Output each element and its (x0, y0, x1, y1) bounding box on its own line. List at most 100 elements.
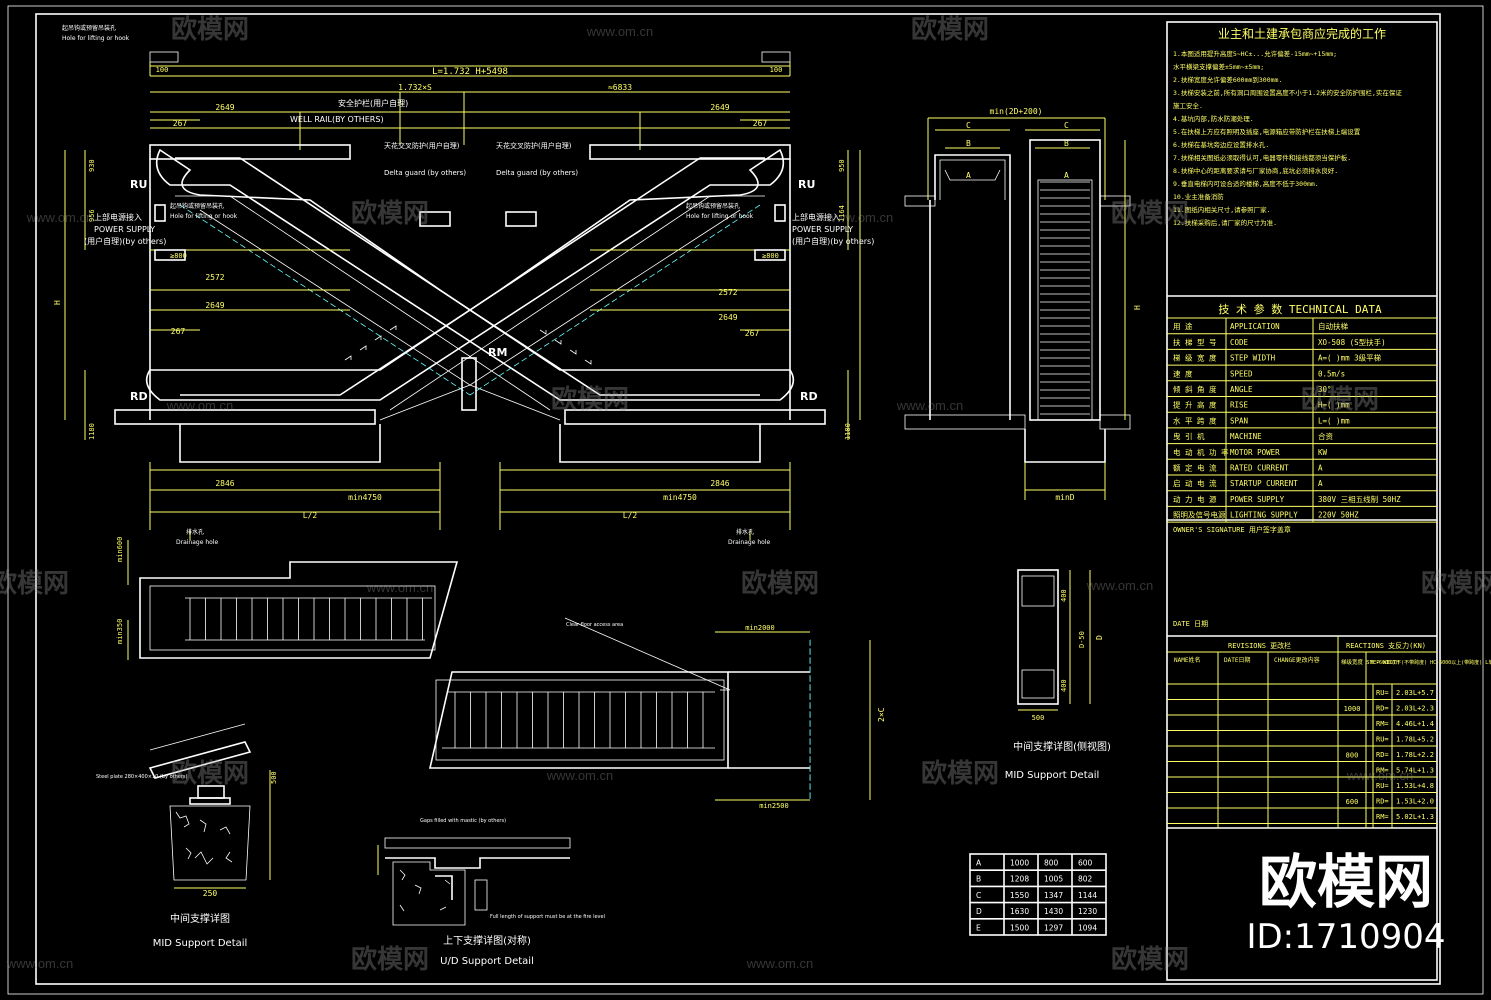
outer-frame (7, 5, 1484, 995)
reaction-value: 2.03L+5.7 (1396, 689, 1434, 697)
tech-row-en: ANGLE (1230, 385, 1253, 394)
tech-row-en: STEP WIDTH (1230, 354, 1276, 363)
tech-row-en: CODE (1230, 338, 1249, 347)
sec-c-1: C (966, 121, 971, 130)
power-by-right: (用户自理)(by others) (792, 236, 874, 246)
steel-plate-label: Steel plate 280×400×10 (by others) (96, 774, 188, 780)
side-400-bottom: 400 (1060, 679, 1068, 692)
ru-left: RU (130, 178, 147, 191)
dimension-cell: B (976, 875, 981, 884)
owner-note: 9.垂直电梯内可设合适的楼梯,高度不低于300mm. (1173, 179, 1319, 188)
tech-row-en: APPLICATION (1230, 322, 1280, 331)
drain-cn-left: 排水孔 (186, 528, 204, 536)
tech-row-en: SPAN (1230, 416, 1248, 425)
mid-support-detail: 250 500 Steel plate 280×400×10 (by other… (96, 723, 278, 949)
reaction-value: 1.53L+4.8 (1396, 782, 1434, 790)
watermark: 欧模网欧模网欧模网欧模网欧模网欧模网欧模网欧模网欧模网欧模网欧模网欧模网欧模网w… (0, 14, 1491, 975)
tech-row-value: A=( )mm 3级平梯 (1318, 353, 1382, 363)
plan-steps-right (442, 691, 715, 749)
dim-top-2: ≈6833 (608, 83, 632, 92)
power-by-left: (用户自理)(by others) (84, 236, 166, 246)
date-label: DATE 日期 (1173, 620, 1208, 628)
drain-en-right: Drainage hole (728, 539, 770, 546)
owner-note: 施工安全. (1173, 101, 1203, 110)
rd-right: RD (800, 390, 818, 403)
mid-support-side: 500 400 400 D-50 D 中间支撑详图(侧视图) MID Suppo… (1005, 569, 1111, 781)
tech-row-en: RISE (1230, 401, 1249, 410)
watermark-brand: 欧模网 (1111, 944, 1189, 975)
plan-view-right: min2000 min2500 2×C Clear floor access a… (428, 617, 886, 810)
dimension-cell: 800 (1044, 859, 1059, 868)
watermark-brand: 欧模网 (1111, 198, 1189, 229)
owner-note: 11.图纸内相关尺寸,请参照厂家. (1173, 205, 1271, 214)
side-500: 500 (1032, 714, 1045, 722)
side-d: D (1095, 635, 1104, 640)
pit-dim-left: ≥800 (170, 252, 187, 260)
plan-view-left: min600 min350 (116, 537, 459, 660)
inner-frame (35, 13, 1441, 985)
watermark-site: www.om.cn (6, 956, 73, 971)
plan-min600: min600 (116, 537, 124, 562)
tech-row-en: MACHINE (1230, 432, 1262, 441)
dim-side-1180-right: 1180 (844, 423, 852, 440)
dim-mid-3: 2649 (205, 301, 224, 310)
delta-guard-left: Delta guard (by others) (384, 169, 466, 177)
dim-mid-6: 267 (745, 329, 760, 338)
tech-row-en: LIGHTING SUPPLY (1230, 511, 1298, 520)
tech-row-value: L=( )mm (1318, 416, 1350, 425)
reaction-value: 1.53L+2.0 (1396, 798, 1434, 806)
dim-top-1: 1.732×S (398, 83, 432, 92)
title-block: 业主和土建承包商应完成的工作 1.本图适用提升高度5~HC±...允许偏差-15… (1166, 21, 1491, 981)
dim-top-8: 100 (770, 66, 783, 74)
dimension-cell: 1550 (1010, 891, 1029, 900)
dimension-cell: C (976, 891, 981, 900)
clear-floor: Clear floor access area (566, 622, 623, 628)
owner-note: 4.基坑内部,防水防潮处理. (1173, 114, 1254, 123)
tech-row-en: STARTUP CURRENT (1230, 479, 1298, 488)
dim-bottom-1: 2846 (215, 479, 234, 488)
reaction-value: 1.78L+5.2 (1396, 736, 1434, 744)
mid-500: 250 (203, 889, 218, 898)
watermark-site: www.om.cn (1086, 578, 1153, 593)
owner-header: 业主和土建承包商应完成的工作 (1218, 26, 1386, 41)
reaction-value: 5.74L+1.3 (1396, 767, 1434, 775)
gaps-label: Gaps filled with mastic (by others) (420, 818, 506, 824)
reaction-key: RU= (1376, 782, 1389, 790)
tech-row-value: A (1318, 464, 1323, 473)
dim-bottom-6: 2846 (710, 479, 729, 488)
mid-side-en: MID Support Detail (1005, 770, 1100, 781)
mid-side-cn: 中间支撑详图(侧视图) (1013, 740, 1111, 753)
reaction-key: RD= (1376, 705, 1389, 713)
dim-mid-2: 2572 (718, 288, 737, 297)
tech-row-cn: 用 途 (1173, 321, 1193, 331)
watermark-brand: 欧模网 (0, 568, 69, 599)
dimension-cell: 1430 (1044, 907, 1063, 916)
sec-c-2: C (1064, 121, 1069, 130)
pit-dim-right: ≥800 (762, 252, 779, 260)
watermark-site: www.om.cn (26, 210, 93, 225)
watermark-brand: 欧模网 (351, 198, 429, 229)
dim-top-6: 267 (753, 119, 768, 128)
owner-note: 水平横梁支撑偏差±5mm~±5mm; (1173, 62, 1264, 71)
reaction-width: 600 (1346, 798, 1359, 806)
tech-row-value: 220V 50HZ (1318, 511, 1359, 520)
ud-support-en: U/D Support Detail (440, 956, 534, 967)
owner-note: 3.扶梯安装之前,所有洞口周围设置高度不小于1.2米的安全防护围栏,实在保证 (1173, 88, 1402, 97)
tech-row-cn: 照明及信号电源 (1173, 510, 1226, 520)
reaction-key: RD= (1376, 751, 1389, 759)
dim-bottom-3: L/2 (303, 511, 318, 520)
power-en-left: POWER SUPPLY (94, 225, 155, 234)
mid-support-en: MID Support Detail (153, 938, 248, 949)
side-400-top: 400 (1060, 589, 1068, 602)
drain-en-left: Drainage hole (176, 539, 218, 546)
dim-top-4: 2649 (710, 103, 729, 112)
watermark-brand: 欧模网 (351, 944, 429, 975)
sec-h: H (1133, 305, 1142, 310)
dimension-cell: 1297 (1044, 923, 1063, 932)
sec-b-1: B (966, 139, 971, 148)
tech-row-cn: 水 平 跨 度 (1173, 415, 1217, 425)
reaction-key: RD= (1376, 798, 1389, 806)
watermark-site: www.om.cn (826, 210, 893, 225)
